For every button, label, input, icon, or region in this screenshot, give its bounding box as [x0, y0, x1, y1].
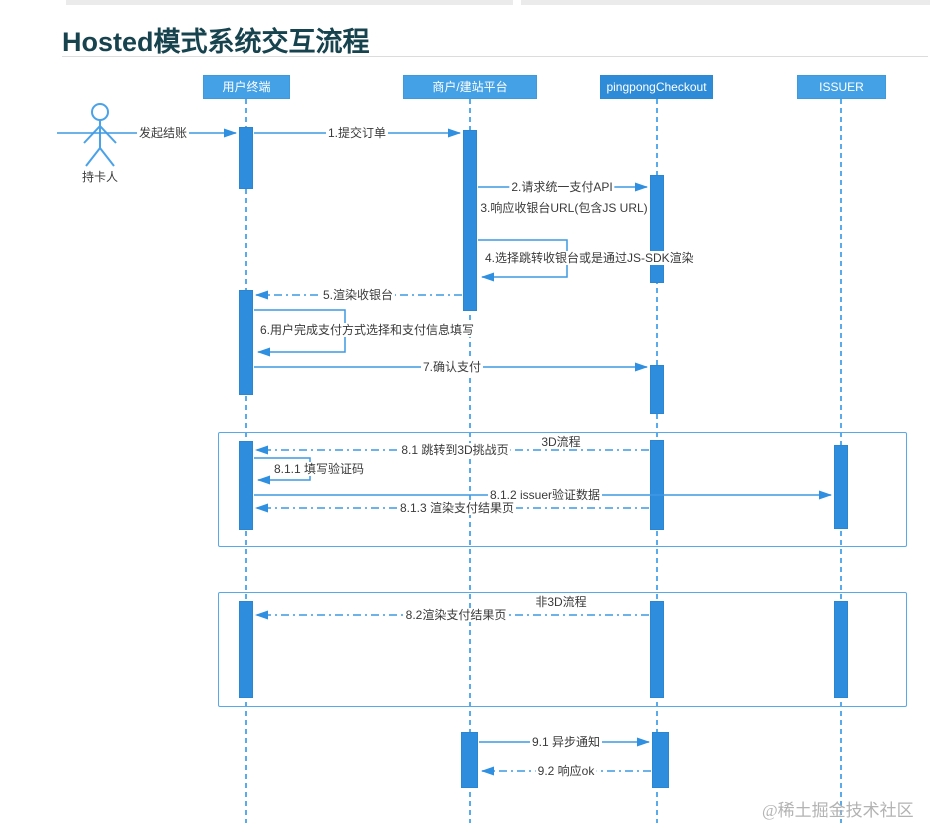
msg-return-cashier-url: 3.响应收银台URL(包含JS URL): [478, 201, 650, 215]
msg-submit-order: 1.提交订单: [325, 126, 389, 140]
activation-user-3d: [239, 441, 253, 530]
msg-fill-captcha: 8.1.1 填写验证码: [272, 462, 367, 476]
activation-pingpong-2: [650, 365, 664, 414]
watermark: @稀土掘金技术社区: [762, 801, 914, 820]
participant-user-terminal: 用户终端: [203, 75, 290, 99]
top-gray-strip-right: [521, 0, 930, 5]
activation-user-1: [239, 127, 253, 189]
frame-3d-flow: [218, 432, 907, 547]
activation-merchant-1: [463, 130, 477, 311]
msg-fill-payment-info: 6.用户完成支付方式选择和支付信息填写: [258, 323, 477, 337]
msg-choose-render: 4.选择跳转收银台或是通过JS-SDK渲染: [483, 251, 696, 265]
msg-issuer-verify: 8.1.2 issuer验证数据: [487, 488, 603, 502]
activation-issuer-3d: [834, 445, 848, 529]
activation-pingpong-non3d: [650, 601, 664, 698]
frame-non-3d-flow-label: 非3D流程: [532, 595, 590, 609]
msg-render-result-3d: 8.1.3 渲染支付结果页: [397, 501, 517, 515]
activation-user-non3d: [239, 601, 253, 698]
msg-response-ok: 9.2 响应ok: [535, 764, 597, 778]
participant-issuer: ISSUER: [797, 75, 886, 99]
actor-leg-left: [85, 147, 101, 167]
actor-arm-left: [83, 125, 101, 144]
participant-pingpong-checkout: pingpongCheckout: [600, 75, 713, 99]
page-title: Hosted模式系统交互流程: [62, 27, 370, 57]
activation-merchant-notify: [461, 732, 478, 788]
frame-3d-flow-label: 3D流程: [538, 435, 584, 449]
msg-jump-3d-challenge: 8.1 跳转到3D挑战页: [399, 443, 511, 457]
msg-confirm-pay: 7.确认支付: [420, 360, 484, 374]
actor-label: 持卡人: [81, 170, 119, 184]
msg-initiate-checkout: 发起结账: [136, 126, 190, 140]
actor-arm-right: [99, 125, 117, 144]
msg-render-result-non3d: 8.2渲染支付结果页: [403, 608, 509, 622]
activation-issuer-non3d: [834, 601, 848, 698]
actor-figure-icon: [83, 103, 117, 167]
msg-async-notify: 9.1 异步通知: [529, 735, 603, 749]
participant-merchant-platform: 商户/建站平台: [403, 75, 537, 99]
activation-user-2: [239, 290, 253, 395]
msg-request-pay-api: 2.请求统一支付API: [509, 180, 615, 194]
activation-pingpong-3d: [650, 440, 664, 530]
title-divider: [62, 56, 928, 57]
top-gray-strip-left: [66, 0, 513, 5]
activation-pingpong-notify: [652, 732, 669, 788]
actor-leg-right: [99, 147, 115, 167]
msg-render-cashier: 5.渲染收银台: [320, 288, 396, 302]
frame-non-3d-flow: [218, 592, 907, 707]
